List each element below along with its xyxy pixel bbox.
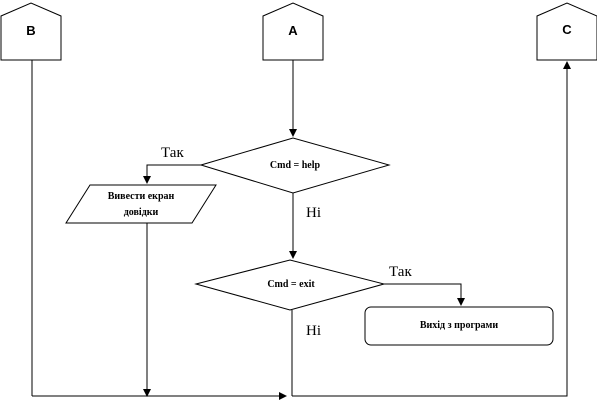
- io-show-help-line1: Вивести екран: [108, 191, 175, 202]
- io-show-help-line2: довідки: [124, 207, 159, 218]
- connector-c-label: C: [562, 22, 572, 37]
- connector-a-label: A: [288, 23, 298, 38]
- decision-exit: Cmd = exit: [194, 259, 386, 311]
- process-exit-program-label: Вихід з програми: [420, 320, 499, 331]
- flow-exit-yes: [384, 283, 465, 306]
- branch-label-exit-no: Ні: [306, 323, 321, 339]
- decision-help-label: Cmd = help: [270, 160, 321, 171]
- branch-label-exit-yes: Так: [389, 264, 412, 280]
- connector-b: B: [0, 2, 62, 61]
- decision-exit-label: Cmd = exit: [267, 279, 315, 290]
- flow-to-c: [292, 61, 571, 397]
- process-exit-program: Вихід з програми: [364, 306, 554, 346]
- flow-help-yes: [143, 164, 201, 184]
- io-show-help: Вивести екран довідки: [65, 184, 217, 224]
- decision-help: Cmd = help: [199, 137, 391, 194]
- connector-b-label: B: [26, 23, 35, 38]
- connector-c: C: [536, 2, 597, 61]
- branch-label-help-yes: Так: [161, 145, 184, 161]
- branch-label-help-no: Ні: [306, 205, 321, 221]
- connector-a: A: [262, 2, 324, 61]
